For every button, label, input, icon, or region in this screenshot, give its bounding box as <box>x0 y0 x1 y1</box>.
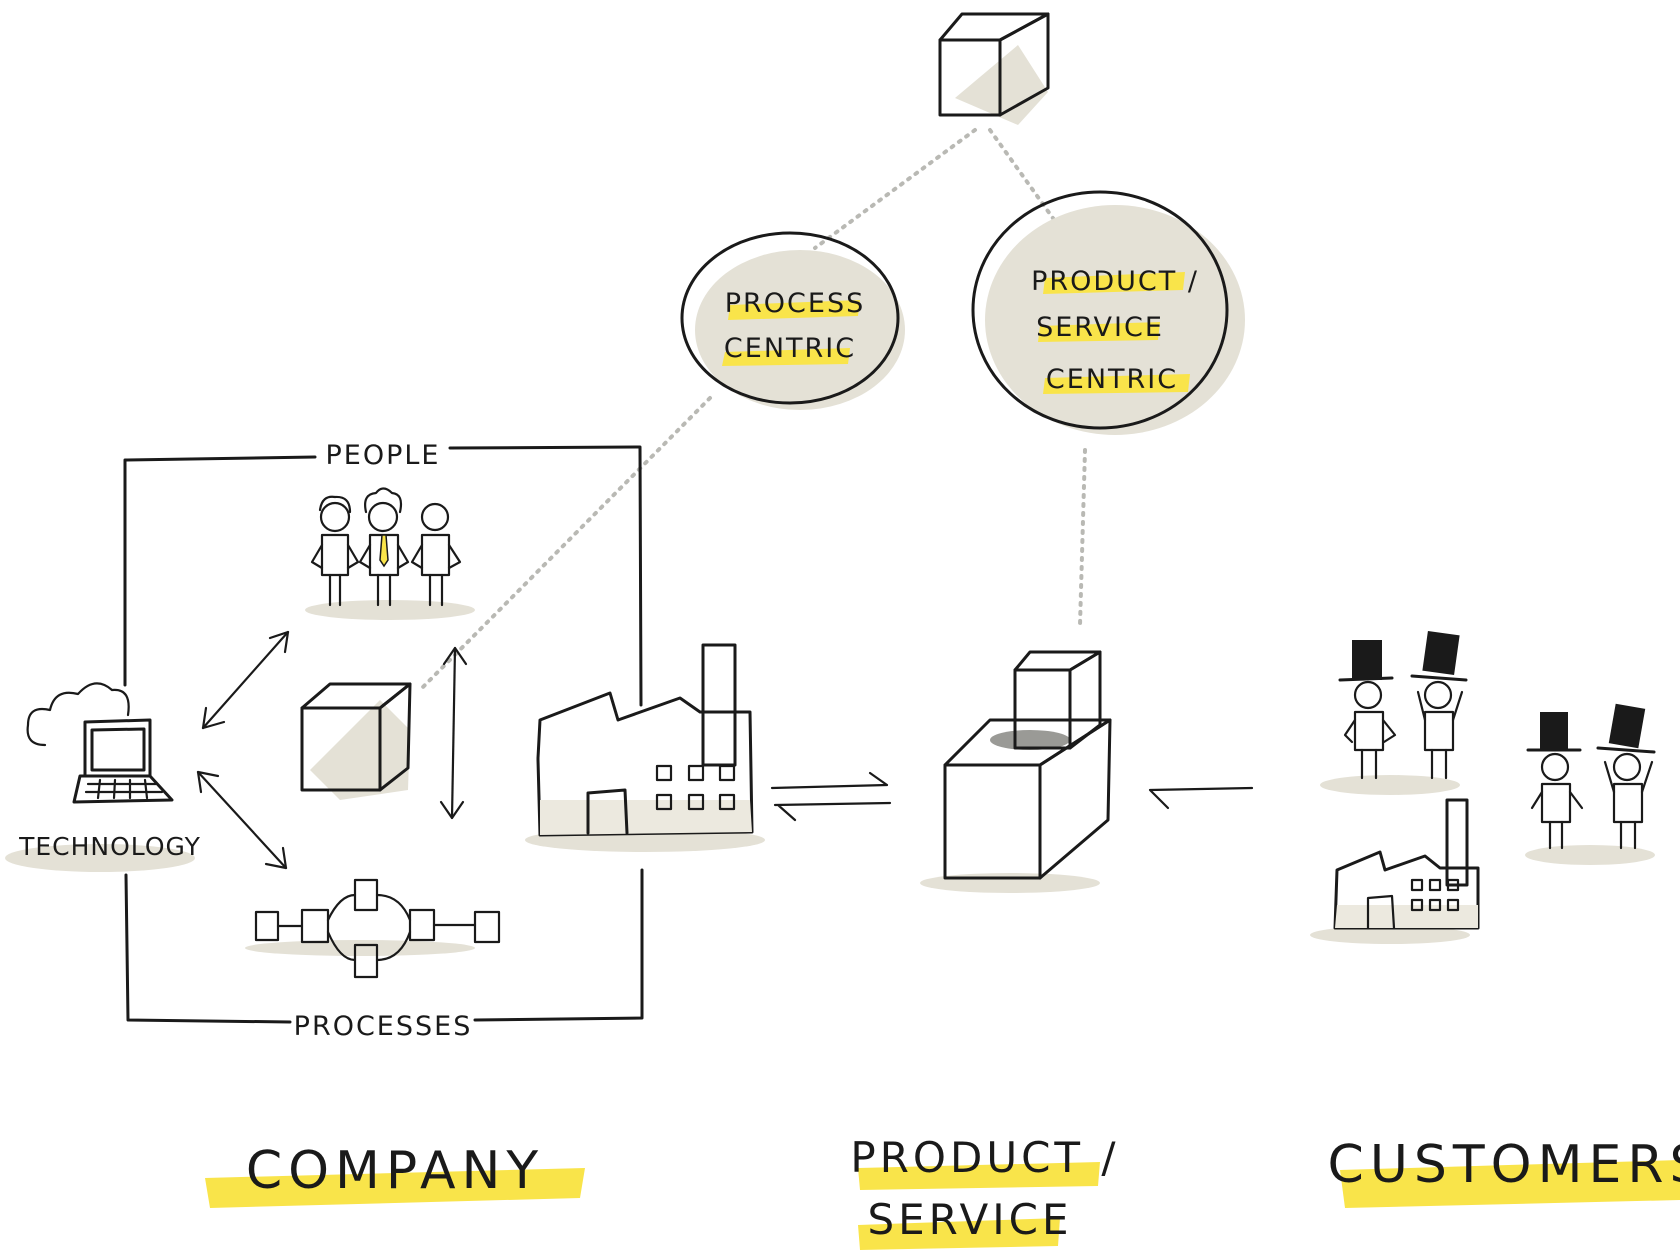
laptop-icon <box>72 718 174 804</box>
section-titles: COMPANY PRODUCT / SERVICE CUSTOMERS <box>205 1133 1680 1250</box>
customer-top-hat-icon <box>1338 640 1397 780</box>
processes-label: PROCESSES <box>294 1011 473 1042</box>
process-centric-line2: CENTRIC <box>724 333 856 364</box>
product-centric-bubble: PRODUCT / SERVICE CENTRIC <box>971 190 1245 435</box>
connector-top-cube-to-process <box>813 128 977 250</box>
cloud-icon <box>26 682 130 747</box>
connector-top-cube-to-product <box>988 128 1067 237</box>
customer-top-hat-icon <box>1596 703 1656 850</box>
technology-label: TECHNOLOGY <box>18 832 201 861</box>
bidirectional-arrow-icon <box>439 646 468 820</box>
exchange-arrows <box>770 771 1254 822</box>
dotted-connectors <box>418 128 1087 692</box>
product-title-line1: PRODUCT / <box>850 1133 1119 1182</box>
product-centric-line2: SERVICE <box>1036 312 1164 343</box>
product-box-icon <box>920 650 1112 893</box>
company-cube-icon <box>300 682 412 800</box>
product-centric-line1: PRODUCT / <box>1031 266 1199 297</box>
process-centric-line1: PROCESS <box>725 288 865 319</box>
people-label: PEOPLE <box>326 440 441 471</box>
factory-icon <box>1310 798 1480 944</box>
bidirectional-arrow-icon <box>196 770 288 870</box>
bidirectional-arrows <box>196 630 468 870</box>
process-centric-bubble: PROCESS CENTRIC <box>680 231 905 410</box>
factory-icon <box>525 643 765 852</box>
company-title: COMPANY <box>246 1141 544 1201</box>
product-title-line2: SERVICE <box>867 1195 1072 1244</box>
top-cube-icon <box>938 12 1050 125</box>
customer-top-hat-icon <box>1526 712 1584 850</box>
process-flow-icon <box>245 878 501 979</box>
people-group-icon <box>305 487 475 620</box>
bidirectional-arrow-icon <box>201 630 290 730</box>
technology-group: TECHNOLOGY <box>5 682 201 872</box>
connector-product-to-product-box <box>1078 448 1087 627</box>
connector-process-to-company-cube <box>418 396 712 692</box>
customers-title: CUSTOMERS <box>1328 1135 1680 1195</box>
product-centric-line3: CENTRIC <box>1046 364 1178 395</box>
customers-group <box>1310 630 1656 944</box>
customer-top-hat-icon <box>1410 630 1468 780</box>
company-frame: PEOPLE PROCESSES <box>123 440 644 1042</box>
